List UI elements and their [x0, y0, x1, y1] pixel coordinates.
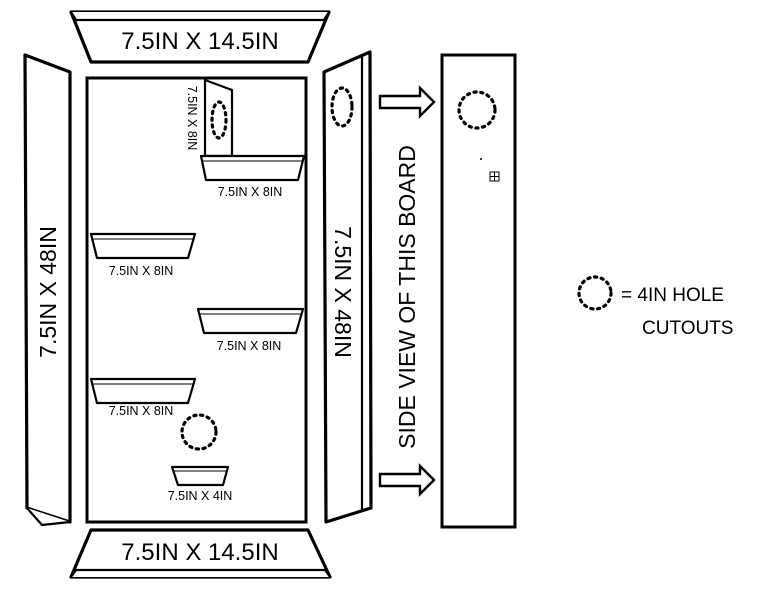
hole-cutout-icon: [457, 90, 497, 130]
shelf-top-label: 7.5IN X 8IN: [218, 185, 283, 199]
shelf-4-label: 7.5IN X 8IN: [109, 404, 174, 418]
legend-line-2: CUTOUTS: [642, 318, 733, 339]
left-side-board-label: 7.5IN X 48IN: [35, 226, 61, 358]
bottom-small-shelf-label: 7.5IN X 4IN: [168, 489, 233, 503]
top-small-vertical-label: 7.5IN X 8IN: [185, 86, 199, 151]
shelf-2: 7.5IN X 8IN: [89, 232, 197, 278]
hole-cutout-icon: [330, 86, 354, 128]
bottom-small-shelf: 7.5IN X 4IN: [168, 465, 233, 503]
shelf-top: 7.5IN X 8IN: [199, 154, 306, 199]
legend: = 4IN HOLE CUTOUTS: [577, 275, 733, 339]
legend-line-1: = 4IN HOLE: [621, 285, 724, 306]
shelf-2-label: 7.5IN X 8IN: [109, 264, 174, 278]
side-view-board: [440, 53, 517, 529]
cabinet-frame: [85, 76, 308, 524]
hole-cutout-icon: [577, 275, 613, 311]
shelf-3-label: 7.5IN X 8IN: [217, 339, 282, 353]
left-side-board: 7.5IN X 48IN: [23, 53, 72, 527]
crosshair-marker-icon: [489, 171, 500, 182]
arrow-right-icon: [378, 463, 436, 497]
side-view-label: SIDE VIEW OF THIS BOARD: [394, 145, 420, 449]
bottom-board-label: 7.5IN X 14.5IN: [121, 539, 278, 566]
top-board-label: 7.5IN X 14.5IN: [121, 28, 278, 55]
hole-cutout-icon: [180, 413, 218, 451]
right-side-board-label: 7.5IN X 48IN: [330, 226, 356, 358]
right-side-board: 7.5IN X 48IN: [322, 50, 373, 524]
hole-cutout-icon: [210, 100, 228, 140]
top-small-vertical-board: 7.5IN X 8IN: [185, 78, 234, 158]
shelf-4: 7.5IN X 8IN: [89, 377, 197, 418]
arrow-right-icon: [378, 85, 436, 119]
bottom-board: 7.5IN X 14.5IN: [69, 528, 332, 579]
shelf-3: 7.5IN X 8IN: [196, 307, 305, 353]
top-board: 7.5IN X 14.5IN: [69, 10, 331, 64]
